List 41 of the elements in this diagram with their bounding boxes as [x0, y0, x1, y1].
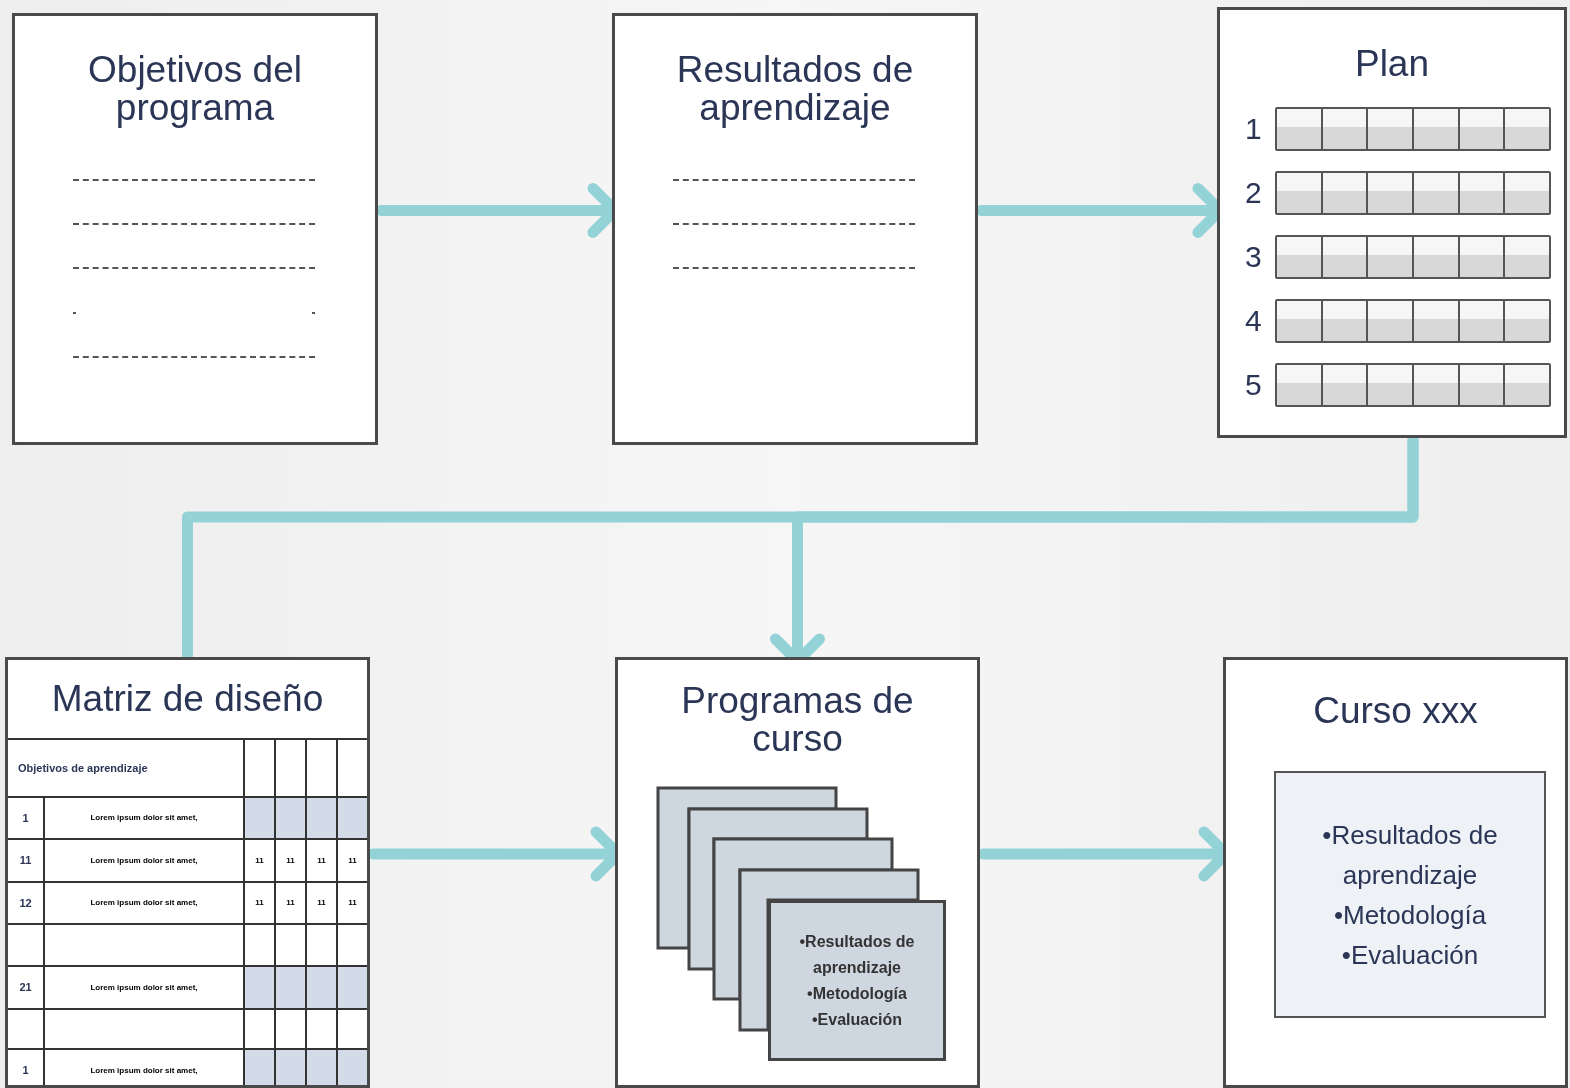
box-title: Matriz de diseño — [50, 677, 325, 718]
table-cell: 11 — [307, 883, 338, 925]
box-title: Curso xxx — [1312, 689, 1479, 730]
row-number: 5 — [1245, 367, 1263, 403]
table-cell: 11 — [276, 883, 307, 925]
row-number: 3 — [1245, 239, 1263, 275]
document-card — [1223, 657, 1568, 1088]
bullet-item: •Evaluación — [810, 1009, 904, 1030]
row-number: 1 — [1245, 111, 1263, 147]
table-cell: 1 — [8, 798, 45, 840]
table-cell: 11 — [307, 840, 338, 883]
row-number: 2 — [1245, 175, 1263, 211]
bullet-item: •Metodología — [806, 983, 908, 1004]
table-cell: 21 — [8, 967, 45, 1010]
table-cell: 11 — [8, 840, 45, 883]
box-title: Objetivos del programa — [87, 48, 303, 127]
table-cell: Lorem ipsum dolor sit amet, — [45, 883, 245, 925]
content-panel — [768, 900, 946, 1061]
box-title: Resultados de aprendizaje — [675, 48, 915, 127]
row-number: 4 — [1245, 303, 1263, 339]
bullet-item: •Resultados de aprendizaje — [798, 931, 916, 978]
table-cell: 11 — [245, 883, 276, 925]
table-cell: 12 — [8, 883, 45, 925]
header-cell: Objetivos de aprendizaje — [8, 740, 245, 798]
document-card — [615, 657, 980, 1088]
bullet-item: •Metodología — [1332, 898, 1488, 932]
bullet-item: •Resultados de aprendizaje — [1321, 818, 1499, 892]
table-cell: 1 — [8, 1050, 45, 1085]
document-card — [1217, 7, 1567, 438]
content-panel — [1274, 771, 1546, 1018]
table-cell: 11 — [338, 883, 367, 925]
table-cell: 11 — [245, 840, 276, 883]
table-cell: 11 — [276, 840, 307, 883]
table-cell: Lorem ipsum dolor sit amet, — [45, 840, 245, 883]
document-card — [5, 657, 370, 1088]
document-card — [612, 13, 978, 445]
bullet-item: •Evaluación — [1340, 938, 1480, 972]
box-title: Programas de curso — [680, 679, 915, 758]
table-cell: 11 — [338, 840, 367, 883]
document-card — [12, 13, 378, 445]
box-title: Plan — [1353, 42, 1431, 83]
